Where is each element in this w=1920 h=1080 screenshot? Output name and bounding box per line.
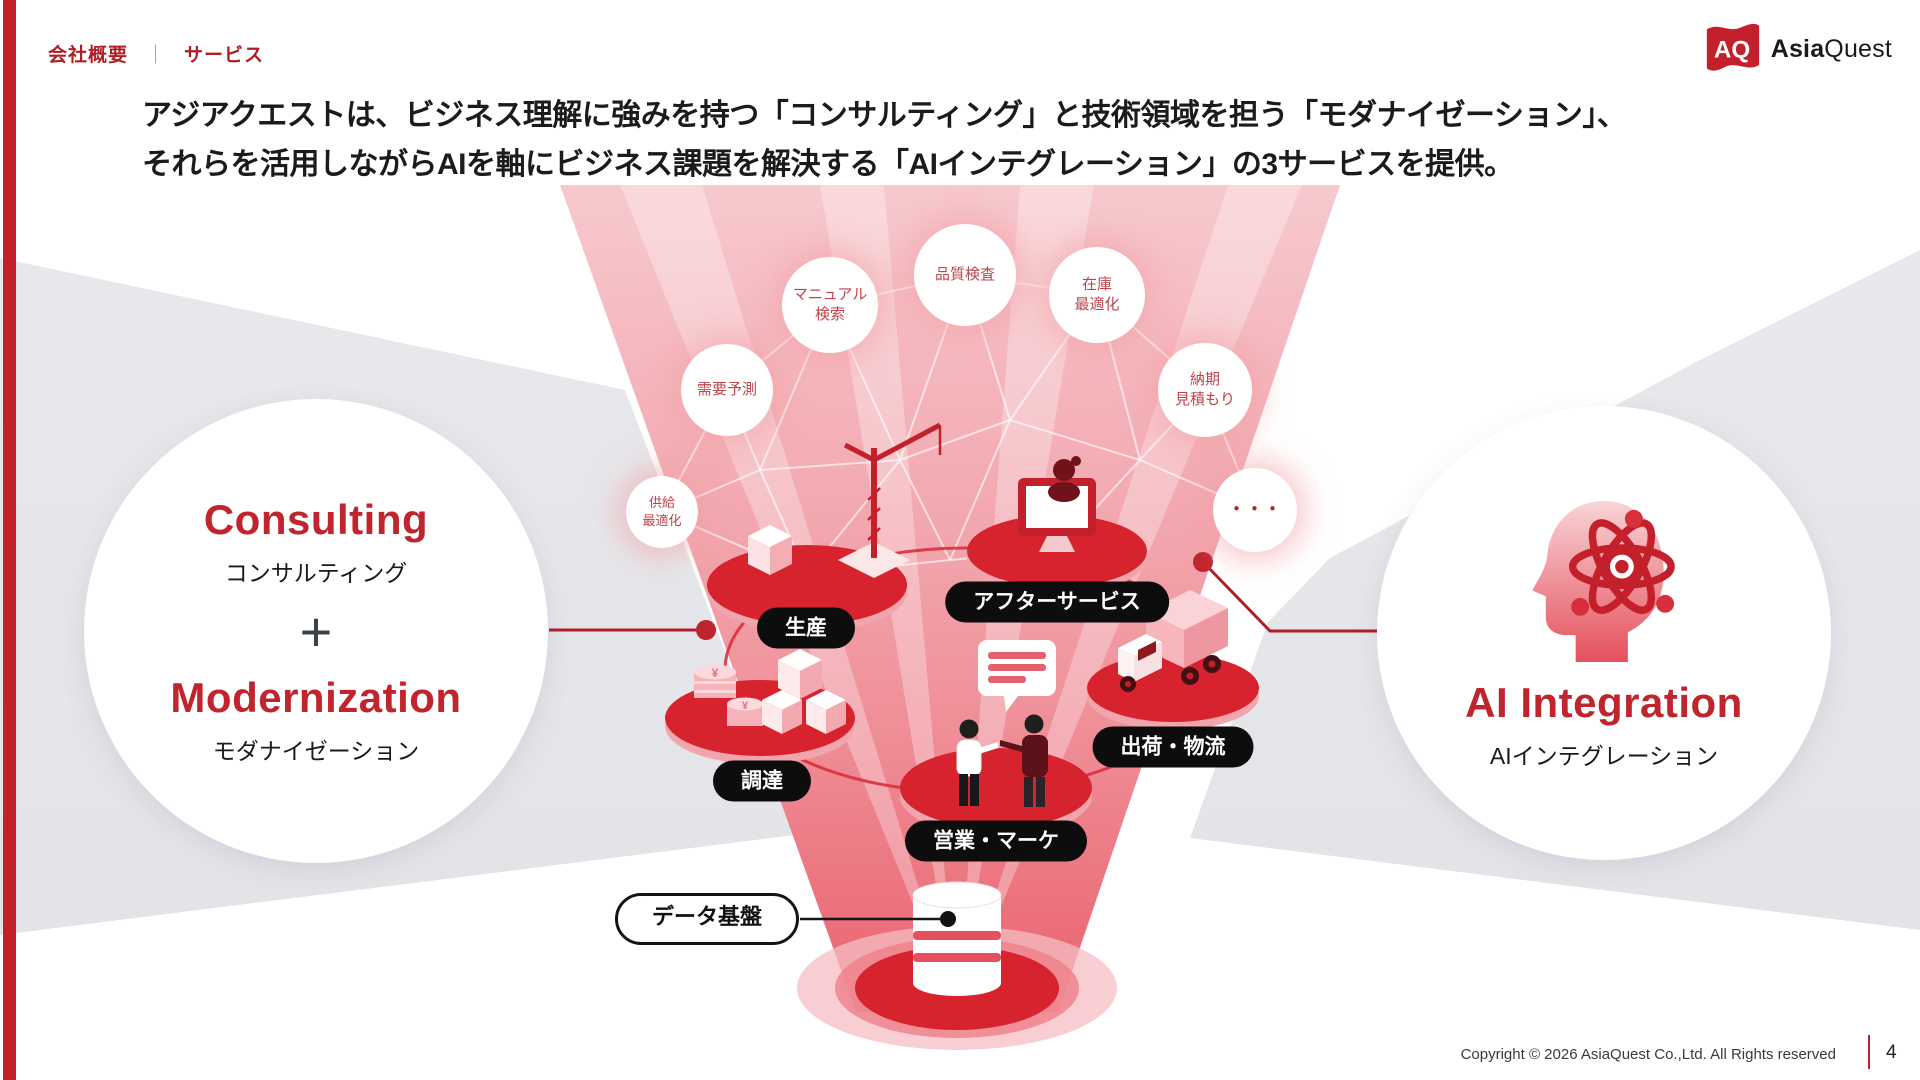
- breadcrumb-separator: ｜: [146, 45, 167, 66]
- page-number: 4: [1886, 1042, 1897, 1063]
- headline-line1: アジアクエストは、ビジネス理解に強みを持つ「コンサルティング」と技術領域を担う「…: [142, 99, 1627, 132]
- support-monitor-icon: [1018, 456, 1096, 552]
- production-platform: [707, 422, 942, 632]
- process-label-shipping: 出荷・物流: [1092, 726, 1254, 768]
- ai-head-icon: [1532, 500, 1675, 663]
- ai-integration-title: AI Integration: [1465, 679, 1743, 726]
- database-icon: [797, 881, 1117, 1050]
- atom-icon: [1568, 519, 1675, 614]
- breadcrumb: 会社概要 ｜ サービス: [48, 40, 264, 67]
- slide-headline: アジアクエストは、ビジネス理解に強みを持つ「コンサルティング」と技術領域を担う「…: [142, 92, 1627, 189]
- procurement-platform: ¥ ¥: [665, 649, 855, 764]
- process-label-production: 生産: [757, 607, 855, 649]
- ai-node-supply-optimization: 供給最適化: [626, 476, 698, 548]
- asiaquest-flag-icon: AQ: [1706, 23, 1759, 71]
- crane-icon: [838, 422, 942, 578]
- after-service-platform: [967, 456, 1147, 594]
- ai-node-inventory-optimization: 在庫最適化: [1049, 247, 1145, 343]
- sales-platform: [900, 640, 1092, 836]
- copyright-text: Copyright © 2026 AsiaQuest Co.,Ltd. All …: [1460, 1046, 1836, 1063]
- asiaquest-wordmark: AsiaQuest: [1770, 34, 1892, 63]
- modernization-title: Modernization: [170, 674, 462, 721]
- service-circle-consulting-modernization: Consulting コンサルティング + Modernization モダナイ…: [84, 399, 548, 863]
- asiaquest-logo: AQ AsiaQuest: [1705, 20, 1892, 78]
- ai-integration-subtitle: AIインテグレーション: [1489, 743, 1719, 769]
- headline-line2: それらを活用しながらAIを軸にビジネス課題を解決する「AIインテグレーション」の…: [142, 147, 1514, 181]
- process-label-after-service: アフターサービス: [945, 581, 1169, 623]
- consulting-title: Consulting: [203, 496, 429, 543]
- service-circle-ai-integration: AI Integration AIインテグレーション: [1377, 406, 1831, 860]
- coins-icon: ¥ ¥: [694, 664, 763, 726]
- ai-node-manual-search: マニュアル検索: [782, 257, 878, 353]
- brand-accent-bar: [3, 0, 16, 1080]
- svg-text:¥: ¥: [712, 666, 719, 680]
- svg-text:¥: ¥: [742, 700, 749, 712]
- consulting-subtitle: コンサルティング: [224, 560, 408, 586]
- ai-node-more-ellipsis: ・・・: [1213, 468, 1297, 552]
- modernization-subtitle: モダナイゼーション: [212, 738, 420, 764]
- process-label-sales: 営業・マーケ: [905, 820, 1087, 862]
- boxes-icon: [762, 649, 846, 734]
- truck-icon: [1118, 590, 1228, 692]
- shipping-platform: [1087, 590, 1259, 730]
- footer-divider: [1868, 1035, 1870, 1069]
- ai-node-demand-forecast: 需要予測: [681, 344, 773, 436]
- connector-right: [1193, 552, 1377, 633]
- people-icon: [956, 714, 1048, 807]
- connector-left: [549, 620, 716, 640]
- breadcrumb-item-company: 会社概要: [48, 45, 129, 66]
- process-label-procurement: 調達: [713, 760, 811, 802]
- breadcrumb-item-services: サービス: [184, 45, 265, 66]
- plus-sign: +: [299, 600, 333, 663]
- speech-bubble-icon: [978, 640, 1056, 712]
- connector-data-platform: [800, 911, 956, 927]
- svg-text:AQ: AQ: [1714, 36, 1750, 63]
- data-platform-label: データ基盤: [614, 893, 800, 945]
- ai-node-quality-inspection: 品質検査: [914, 224, 1016, 326]
- ai-node-delivery-estimate: 納期見積もり: [1158, 343, 1252, 437]
